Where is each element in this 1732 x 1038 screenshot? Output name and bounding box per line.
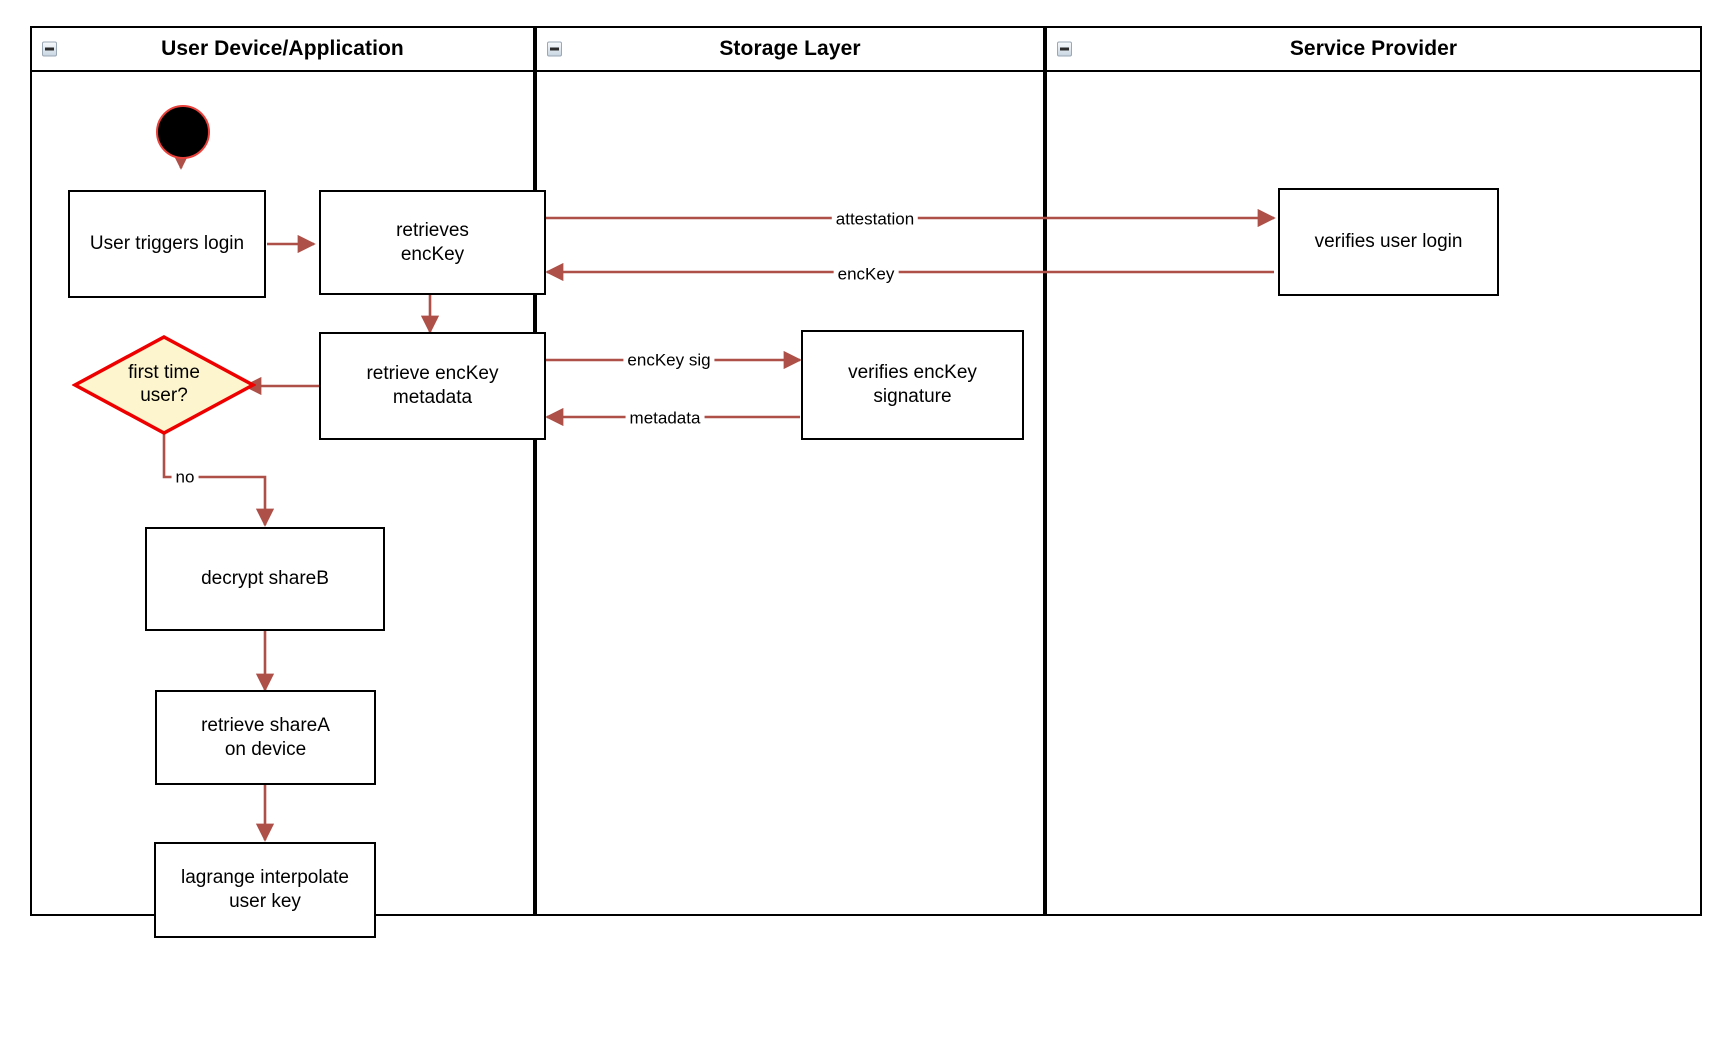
node-label-line-2: on device (224, 738, 307, 760)
node-label-line-2: metadata (392, 387, 473, 408)
node-label-line-2: user key (229, 891, 301, 912)
swimlane-header-storage-layer[interactable]: Storage Layer (537, 28, 1043, 72)
swimlane-title-service-provider: Service Provider (1289, 37, 1458, 60)
edge-label-metadata: metadata (625, 409, 705, 427)
node-verifies-user-login[interactable]: verifies user login (1278, 188, 1499, 296)
node-retrieve-sharea-on-device[interactable]: retrieve shareA on device (155, 690, 376, 785)
node-label: decrypt shareB (201, 568, 329, 590)
node-label-line-1: lagrange interpolate (181, 867, 349, 889)
node-label-line-1: retrieves (396, 219, 469, 241)
node-label: User triggers login (89, 233, 245, 255)
node-lagrange-interpolate-user-key[interactable]: lagrange interpolate user key (154, 842, 376, 938)
swimlane-title-storage-layer: Storage Layer (719, 37, 861, 60)
swimlane-header-service-provider[interactable]: Service Provider (1047, 28, 1700, 72)
swimlane-service-provider[interactable]: Service Provider (1045, 26, 1702, 916)
swimlane-header-user-device[interactable]: User Device/Application (32, 28, 533, 72)
start-node[interactable] (156, 105, 210, 159)
swimlane-storage-layer[interactable]: Storage Layer (535, 26, 1045, 916)
node-retrieve-enckey-metadata[interactable]: retrieve encKey metadata (319, 332, 546, 440)
node-label-line-2: signature (873, 386, 952, 407)
node-label-line-2: encKey (400, 243, 465, 265)
node-user-triggers-login[interactable]: User triggers login (68, 190, 266, 298)
node-label-line-1: verifies encKey (848, 362, 977, 384)
swimlane-title-user-device: User Device/Application (161, 37, 404, 60)
node-decrypt-shareb[interactable]: decrypt shareB (145, 527, 385, 631)
node-first-time-user[interactable]: first time user? (72, 334, 256, 436)
node-label-line-1: retrieve encKey (366, 363, 499, 385)
minus-square-icon[interactable] (547, 41, 562, 57)
edge-label-attestation: attestation (831, 210, 919, 228)
minus-square-icon[interactable] (42, 41, 57, 57)
edge-label-enckey: encKey (833, 265, 899, 283)
minus-square-icon[interactable] (1057, 41, 1072, 57)
node-label: verifies user login (1314, 231, 1463, 253)
node-verifies-enckey-signature[interactable]: verifies encKey signature (801, 330, 1024, 440)
edge-label-no: no (171, 468, 199, 486)
node-retrieves-enckey[interactable]: retrieves encKey (319, 190, 546, 295)
edge-label-enckey-sig: encKey sig (623, 351, 715, 369)
node-label-line-1: retrieve shareA (201, 714, 330, 736)
